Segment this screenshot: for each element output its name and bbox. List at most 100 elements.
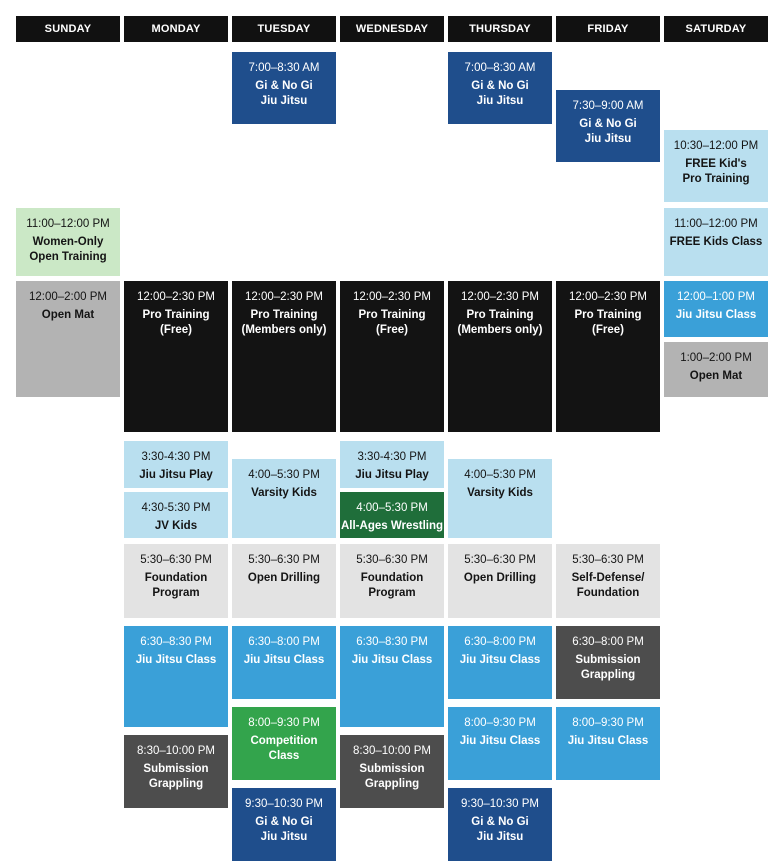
class-time: 5:30–6:30 PM [140, 554, 212, 566]
class-time: 5:30–6:30 PM [248, 554, 320, 566]
class-block-mon-jiu-jitsu-play[interactable]: 3:30-4:30 PM Jiu Jitsu Play [124, 441, 228, 488]
class-block-fri-morning[interactable]: 7:30–9:00 AM Gi & No Gi Jiu Jitsu [556, 90, 660, 162]
class-block-tue-late-gi[interactable]: 9:30–10:30 PM Gi & No Gi Jiu Jitsu [232, 788, 336, 861]
class-block-thu-jiu-jitsu-evening[interactable]: 8:00–9:30 PM Jiu Jitsu Class [448, 707, 552, 780]
class-name: Gi & No Gi Jiu Jitsu [255, 80, 313, 107]
class-name: Gi & No Gi Jiu Jitsu [255, 816, 313, 843]
class-time: 7:00–8:30 AM [464, 62, 536, 74]
class-block-sat-kids-pro[interactable]: 10:30–12:00 PM FREE Kid's Pro Training [664, 130, 768, 202]
class-time: 12:00–1:00 PM [676, 291, 755, 303]
class-block-wed-wrestling[interactable]: 4:00–5:30 PM All-Ages Wrestling [340, 492, 444, 538]
class-name: Foundation Program [144, 572, 208, 599]
class-time: 6:30–8:00 PM [248, 636, 320, 648]
class-block-sat-free-kids[interactable]: 11:00–12:00 PM FREE Kids Class [664, 208, 768, 276]
class-time: 12:00–2:30 PM [352, 291, 431, 303]
class-block-wed-pro-training[interactable]: 12:00–2:30 PM Pro Training (Free) [340, 281, 444, 432]
class-time: 5:30–6:30 PM [356, 554, 428, 566]
class-time: 3:30-4:30 PM [141, 451, 211, 463]
class-block-tue-jiu-jitsu[interactable]: 6:30–8:00 PM Jiu Jitsu Class [232, 626, 336, 699]
class-name: JV Kids [154, 520, 198, 532]
day-header-thursday: THURSDAY [448, 16, 552, 42]
class-time: 5:30–6:30 PM [464, 554, 536, 566]
class-block-tue-varsity-kids[interactable]: 4:00–5:30 PM Varsity Kids [232, 459, 336, 538]
class-name: FREE Kids Class [669, 236, 763, 248]
class-name: Pro Training (Members only) [241, 309, 327, 336]
class-name: Open Mat [689, 370, 743, 382]
class-name: Jiu Jitsu Class [459, 654, 541, 666]
class-time: 4:00–5:30 PM [464, 469, 536, 481]
class-time: 6:30–8:00 PM [464, 636, 536, 648]
class-name: Jiu Jitsu Play [355, 469, 429, 481]
class-block-wed-foundation[interactable]: 5:30–6:30 PM Foundation Program [340, 544, 444, 618]
class-block-mon-submission-grappling[interactable]: 8:30–10:00 PM Submission Grappling [124, 735, 228, 808]
class-block-fri-pro-training[interactable]: 12:00–2:30 PM Pro Training (Free) [556, 281, 660, 432]
class-block-wed-jiu-jitsu-play[interactable]: 3:30-4:30 PM Jiu Jitsu Play [340, 441, 444, 488]
class-name: Pro Training (Free) [142, 309, 210, 336]
class-block-thu-morning[interactable]: 7:00–8:30 AM Gi & No Gi Jiu Jitsu [448, 52, 552, 124]
class-block-thu-open-drilling[interactable]: 5:30–6:30 PM Open Drilling [448, 544, 552, 618]
class-time: 4:00–5:30 PM [248, 469, 320, 481]
class-block-fri-submission-grappling[interactable]: 6:30–8:00 PM Submission Grappling [556, 626, 660, 699]
class-name: Foundation Program [360, 572, 424, 599]
class-name: Jiu Jitsu Class [675, 309, 757, 321]
class-name: Open Mat [41, 309, 95, 321]
class-block-wed-submission-grappling[interactable]: 8:30–10:00 PM Submission Grappling [340, 735, 444, 808]
class-name: Competition Class [250, 735, 318, 762]
class-name: Submission Grappling [359, 763, 425, 790]
class-name: Varsity Kids [251, 487, 317, 499]
class-block-wed-jiu-jitsu[interactable]: 6:30–8:30 PM Jiu Jitsu Class [340, 626, 444, 727]
day-header-friday: FRIDAY [556, 16, 660, 42]
class-block-sat-open-mat[interactable]: 1:00–2:00 PM Open Mat [664, 342, 768, 397]
day-header-saturday: SATURDAY [664, 16, 768, 42]
class-name: Gi & No Gi Jiu Jitsu [579, 118, 637, 145]
class-block-sat-jiu-jitsu[interactable]: 12:00–1:00 PM Jiu Jitsu Class [664, 281, 768, 337]
class-block-tue-morning[interactable]: 7:00–8:30 AM Gi & No Gi Jiu Jitsu [232, 52, 336, 124]
class-time: 8:30–10:00 PM [352, 745, 431, 757]
class-name: Gi & No Gi Jiu Jitsu [471, 816, 529, 843]
class-name: Varsity Kids [467, 487, 533, 499]
class-time: 11:00–12:00 PM [674, 218, 758, 230]
class-time: 6:30–8:00 PM [572, 636, 644, 648]
class-block-mon-pro-training[interactable]: 12:00–2:30 PM Pro Training (Free) [124, 281, 228, 432]
class-time: 8:30–10:00 PM [136, 745, 215, 757]
class-time: 10:30–12:00 PM [673, 140, 759, 152]
class-name: FREE Kid's Pro Training [682, 158, 750, 185]
class-block-fri-self-defense[interactable]: 5:30–6:30 PM Self-Defense/ Foundation [556, 544, 660, 618]
class-block-thu-pro-training[interactable]: 12:00–2:30 PM Pro Training (Members only… [448, 281, 552, 432]
class-time: 6:30–8:30 PM [140, 636, 212, 648]
class-block-sun-women-only[interactable]: 11:00–12:00 PM Women-Only Open Training [16, 208, 120, 276]
day-header-monday: MONDAY [124, 16, 228, 42]
class-time: 4:00–5:30 PM [356, 502, 428, 514]
day-header-wednesday: WEDNESDAY [340, 16, 444, 42]
class-name: Pro Training (Members only) [457, 309, 543, 336]
class-time: 8:00–9:30 PM [464, 717, 536, 729]
class-block-tue-pro-training[interactable]: 12:00–2:30 PM Pro Training (Members only… [232, 281, 336, 432]
class-name: Open Drilling [247, 572, 321, 584]
class-time: 8:00–9:30 PM [248, 717, 320, 729]
class-name: Jiu Jitsu Class [351, 654, 433, 666]
class-time: 7:30–9:00 AM [572, 100, 644, 112]
class-time: 12:00–2:30 PM [244, 291, 323, 303]
class-time: 12:00–2:00 PM [28, 291, 107, 303]
day-header-sunday: SUNDAY [16, 16, 120, 42]
class-name: Submission Grappling [575, 654, 641, 681]
class-block-mon-foundation[interactable]: 5:30–6:30 PM Foundation Program [124, 544, 228, 618]
class-time: 7:00–8:30 AM [248, 62, 320, 74]
class-name: Self-Defense/ Foundation [571, 572, 645, 599]
class-time: 6:30–8:30 PM [356, 636, 428, 648]
class-time: 1:00–2:00 PM [680, 352, 752, 364]
class-block-thu-late-gi[interactable]: 9:30–10:30 PM Gi & No Gi Jiu Jitsu [448, 788, 552, 861]
class-block-thu-varsity-kids[interactable]: 4:00–5:30 PM Varsity Kids [448, 459, 552, 538]
class-block-mon-jiu-jitsu[interactable]: 6:30–8:30 PM Jiu Jitsu Class [124, 626, 228, 727]
class-block-sun-open-mat[interactable]: 12:00–2:00 PM Open Mat [16, 281, 120, 397]
class-block-mon-jv-kids[interactable]: 4:30-5:30 PM JV Kids [124, 492, 228, 538]
class-block-thu-jiu-jitsu[interactable]: 6:30–8:00 PM Jiu Jitsu Class [448, 626, 552, 699]
class-name: Open Drilling [463, 572, 537, 584]
class-block-fri-jiu-jitsu-evening[interactable]: 8:00–9:30 PM Jiu Jitsu Class [556, 707, 660, 780]
class-block-tue-competition[interactable]: 8:00–9:30 PM Competition Class [232, 707, 336, 780]
class-name: All-Ages Wrestling [340, 520, 444, 532]
class-time: 12:00–2:30 PM [568, 291, 647, 303]
class-time: 4:30-5:30 PM [141, 502, 211, 514]
class-block-tue-open-drilling[interactable]: 5:30–6:30 PM Open Drilling [232, 544, 336, 618]
class-time: 9:30–10:30 PM [244, 798, 323, 810]
